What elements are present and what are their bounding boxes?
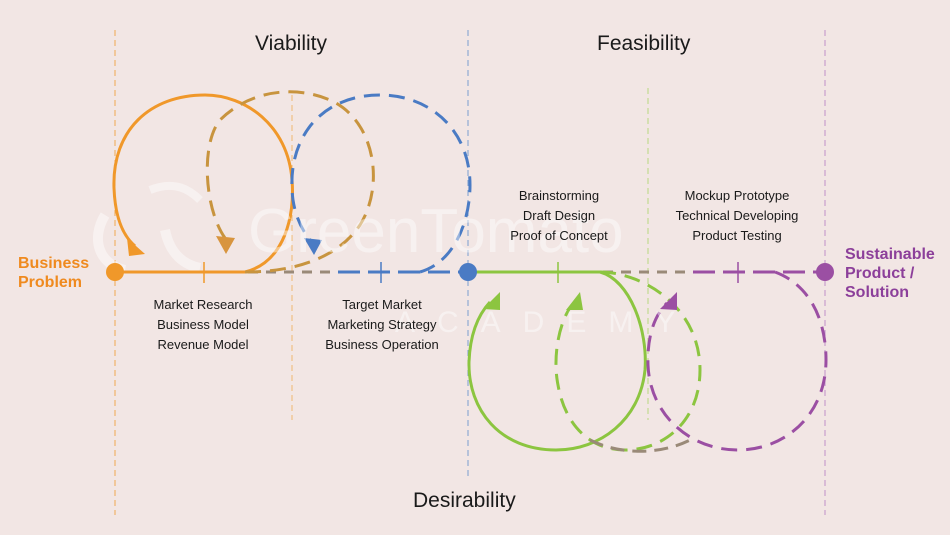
start-label-line-1: Business xyxy=(18,255,90,272)
end-label-line-3: Solution xyxy=(845,284,909,301)
stage-feasibility-2: Mockup Prototype Technical Developing Pr… xyxy=(666,186,808,246)
stage-item: Marketing Strategy xyxy=(327,317,437,332)
stage-item: Proof of Concept xyxy=(510,228,608,243)
stage-viability-2: Target Market Marketing Strategy Busines… xyxy=(316,295,448,355)
loop-purple-dashed xyxy=(646,270,828,452)
loop-green-solid xyxy=(467,270,647,452)
stage-item: Draft Design xyxy=(522,208,596,223)
loop-blue-dashed xyxy=(290,93,472,274)
stage-item: Brainstorming xyxy=(518,188,600,203)
stage-item: Revenue Model xyxy=(157,337,249,352)
start-label: Business Problem xyxy=(18,254,89,292)
watermark-sub: ACADEMY xyxy=(395,306,698,339)
stage-viability-1: Market Research Business Model Revenue M… xyxy=(144,295,262,355)
heading-feasibility: Feasibility xyxy=(591,32,697,56)
start-node xyxy=(106,263,124,281)
arrow-blue-dashed xyxy=(304,238,322,255)
loop-orange-solid xyxy=(112,93,294,274)
arrow-orange-solid xyxy=(127,238,145,256)
arrow-green-dashed xyxy=(566,292,583,310)
heading-desirability: Desirability xyxy=(407,489,522,513)
watermark-name: GreenTomato xyxy=(248,197,624,266)
stage-item: Business Model xyxy=(157,317,249,332)
stage-item: Product Testing xyxy=(692,228,782,243)
center-node xyxy=(459,263,477,281)
stage-item: Target Market xyxy=(342,297,422,312)
stage-item: Mockup Prototype xyxy=(684,188,790,203)
arrow-purple-dashed xyxy=(660,292,677,310)
arrow-green-solid xyxy=(483,292,500,310)
end-node xyxy=(816,263,834,281)
end-label-line-1: Sustainable xyxy=(845,246,935,263)
end-label-line-2: Product / xyxy=(845,265,915,282)
stage-item: Technical Developing xyxy=(675,208,799,223)
stage-item: Market Research xyxy=(153,297,253,312)
start-label-line-2: Problem xyxy=(18,274,83,291)
stage-feasibility-1: Brainstorming Draft Design Proof of Conc… xyxy=(500,186,618,246)
arrow-orange-dashed xyxy=(216,236,235,254)
loop-grey-connector xyxy=(589,438,691,453)
heading-viability: Viability xyxy=(249,32,333,56)
stage-item: Business Operation xyxy=(325,337,439,352)
end-label: Sustainable Product / Solution xyxy=(845,245,935,302)
